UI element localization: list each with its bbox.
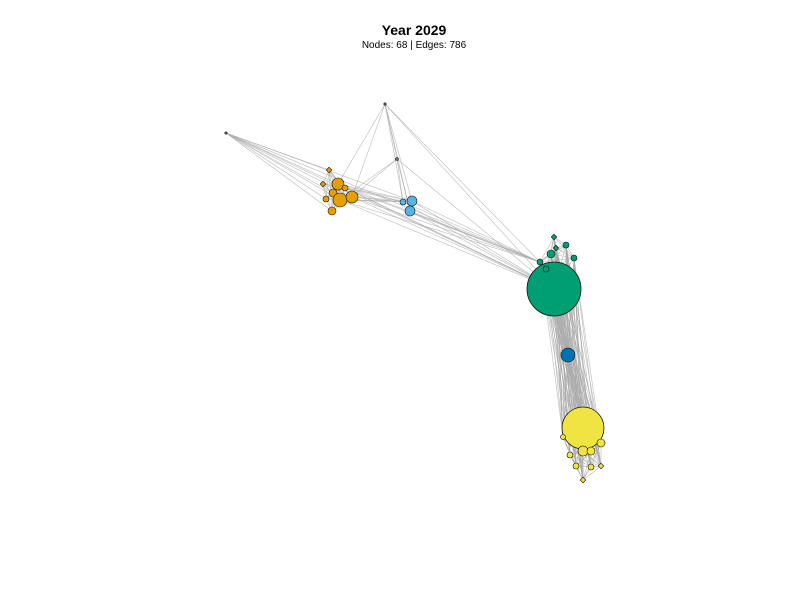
network-edge <box>225 132 339 185</box>
network-edge <box>396 158 555 290</box>
network-node-orange <box>332 192 348 208</box>
network-edge <box>344 187 555 290</box>
network-edge <box>555 247 575 259</box>
network-edge <box>351 103 386 198</box>
network-node-orange <box>345 190 359 204</box>
network-node-green <box>546 249 556 259</box>
node-layer <box>224 102 606 484</box>
network-edge <box>384 103 404 203</box>
network-edge <box>337 103 386 185</box>
network-edge <box>225 132 327 200</box>
network-edge <box>225 132 541 263</box>
network-node-orange <box>341 184 349 192</box>
network-node-yellow <box>577 445 589 457</box>
network-node-lightblue <box>404 205 416 217</box>
network-node-hub <box>224 131 228 135</box>
network-edge <box>337 183 413 202</box>
network-node-hub <box>395 157 399 161</box>
network-node-yellow <box>579 476 587 484</box>
chart-subtitle: Nodes: 68 | Edges: 786 <box>361 40 467 51</box>
network-edge <box>411 200 555 290</box>
network-edge <box>384 103 555 290</box>
network-node-yellow <box>596 438 606 448</box>
network-edge <box>569 454 602 467</box>
network-edge <box>344 187 404 203</box>
network-edge <box>409 210 541 263</box>
network-node-green <box>550 233 558 241</box>
network-node-yellow <box>572 462 580 470</box>
network-edge <box>582 442 602 481</box>
network-edge <box>225 132 413 202</box>
network-edge <box>225 132 341 201</box>
network-edge <box>344 187 413 202</box>
network-node-green <box>526 261 582 317</box>
network-edge <box>339 199 555 290</box>
network-node-blue <box>560 347 576 363</box>
network-edge <box>384 103 541 263</box>
network-node-yellow <box>560 434 566 440</box>
network-node-orange <box>327 206 337 216</box>
network-node-yellow <box>587 463 595 471</box>
network-edge <box>225 132 353 198</box>
network-edge <box>322 169 330 185</box>
network-edge <box>225 132 555 290</box>
network-edge <box>411 200 541 263</box>
network-node-yellow <box>597 462 605 470</box>
network-node-orange <box>325 166 333 174</box>
network-node-yellow <box>586 446 596 456</box>
network-node-green <box>542 265 550 273</box>
network-edge <box>582 465 602 481</box>
network-node-hub <box>383 102 387 106</box>
network-edge <box>225 132 333 212</box>
network-node-green <box>536 258 544 266</box>
network-node-green <box>552 244 560 252</box>
network-edge <box>384 103 413 202</box>
network-edge <box>402 201 541 263</box>
network-node-green <box>570 254 578 262</box>
network-edge <box>582 450 592 481</box>
network-edge <box>339 199 541 263</box>
network-node-yellow <box>566 451 574 459</box>
network-edge <box>562 436 584 481</box>
network-edge <box>402 201 555 290</box>
network-node-green <box>562 241 570 249</box>
network-edge <box>396 158 404 203</box>
network-node-orange <box>331 177 345 191</box>
network-node-orange <box>319 180 327 188</box>
network-node-lightblue <box>399 198 407 206</box>
network-node-lightblue <box>406 195 418 207</box>
network-node-orange <box>322 195 330 203</box>
chart-title: Year 2029 <box>381 22 447 38</box>
network-edge <box>351 196 541 263</box>
network-edge <box>569 454 592 468</box>
network-edge <box>351 196 555 290</box>
network-edge <box>225 132 334 194</box>
network-edge <box>539 236 555 263</box>
